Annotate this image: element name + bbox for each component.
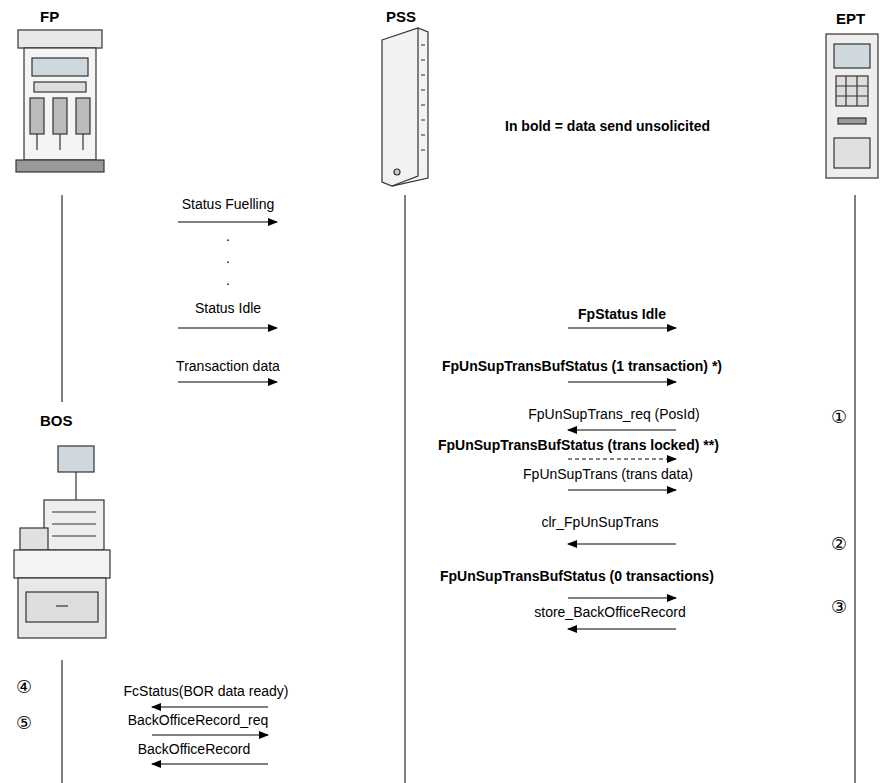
message-label: FcStatus(BOR data ready) — [124, 683, 289, 700]
lane-title: BOS — [40, 412, 73, 430]
message-label: FpUnSupTransBufStatus (1 transaction) *) — [442, 358, 722, 375]
message-label: FpUnSupTransBufStatus (trans locked) **) — [438, 437, 719, 454]
message-label: store_BackOfficeRecord — [534, 604, 685, 621]
lane-title: FP — [40, 8, 59, 26]
lane-title: EPT — [836, 10, 865, 28]
back-office-icon — [14, 446, 110, 638]
message-label: Status Idle — [195, 300, 261, 317]
message-label: clr_FpUnSupTrans — [542, 514, 659, 531]
message-label: FpUnSupTransBufStatus (0 transactions) — [440, 568, 714, 585]
message-label: BackOfficeRecord — [138, 741, 251, 758]
ellipsis-dot: . — [226, 272, 230, 289]
ellipsis-dot: . — [226, 228, 230, 245]
pss-controller-icon — [382, 28, 428, 186]
callout-number: ① — [831, 406, 847, 427]
lifeline — [62, 195, 855, 783]
callout-number: ④ — [16, 676, 32, 697]
payment-terminal-icon — [826, 34, 878, 178]
message-label: BackOfficeRecord_req — [128, 712, 269, 729]
message-label: FpStatus Idle — [578, 306, 666, 323]
lane-title: PSS — [386, 8, 416, 26]
message-label: Transaction data — [176, 358, 280, 375]
fuel-pump-icon — [16, 30, 104, 172]
message-label: Status Fuelling — [182, 196, 275, 213]
note-text: In bold = data send unsolicited — [505, 118, 710, 135]
message-arrow — [152, 222, 676, 764]
callout-number: ② — [831, 533, 847, 554]
callout-number: ③ — [831, 596, 847, 617]
message-label: FpUnSupTrans (trans data) — [523, 466, 693, 483]
ellipsis-dot: . — [226, 250, 230, 267]
message-label: FpUnSupTrans_req (PosId) — [528, 406, 699, 423]
callout-number: ⑤ — [16, 712, 32, 733]
